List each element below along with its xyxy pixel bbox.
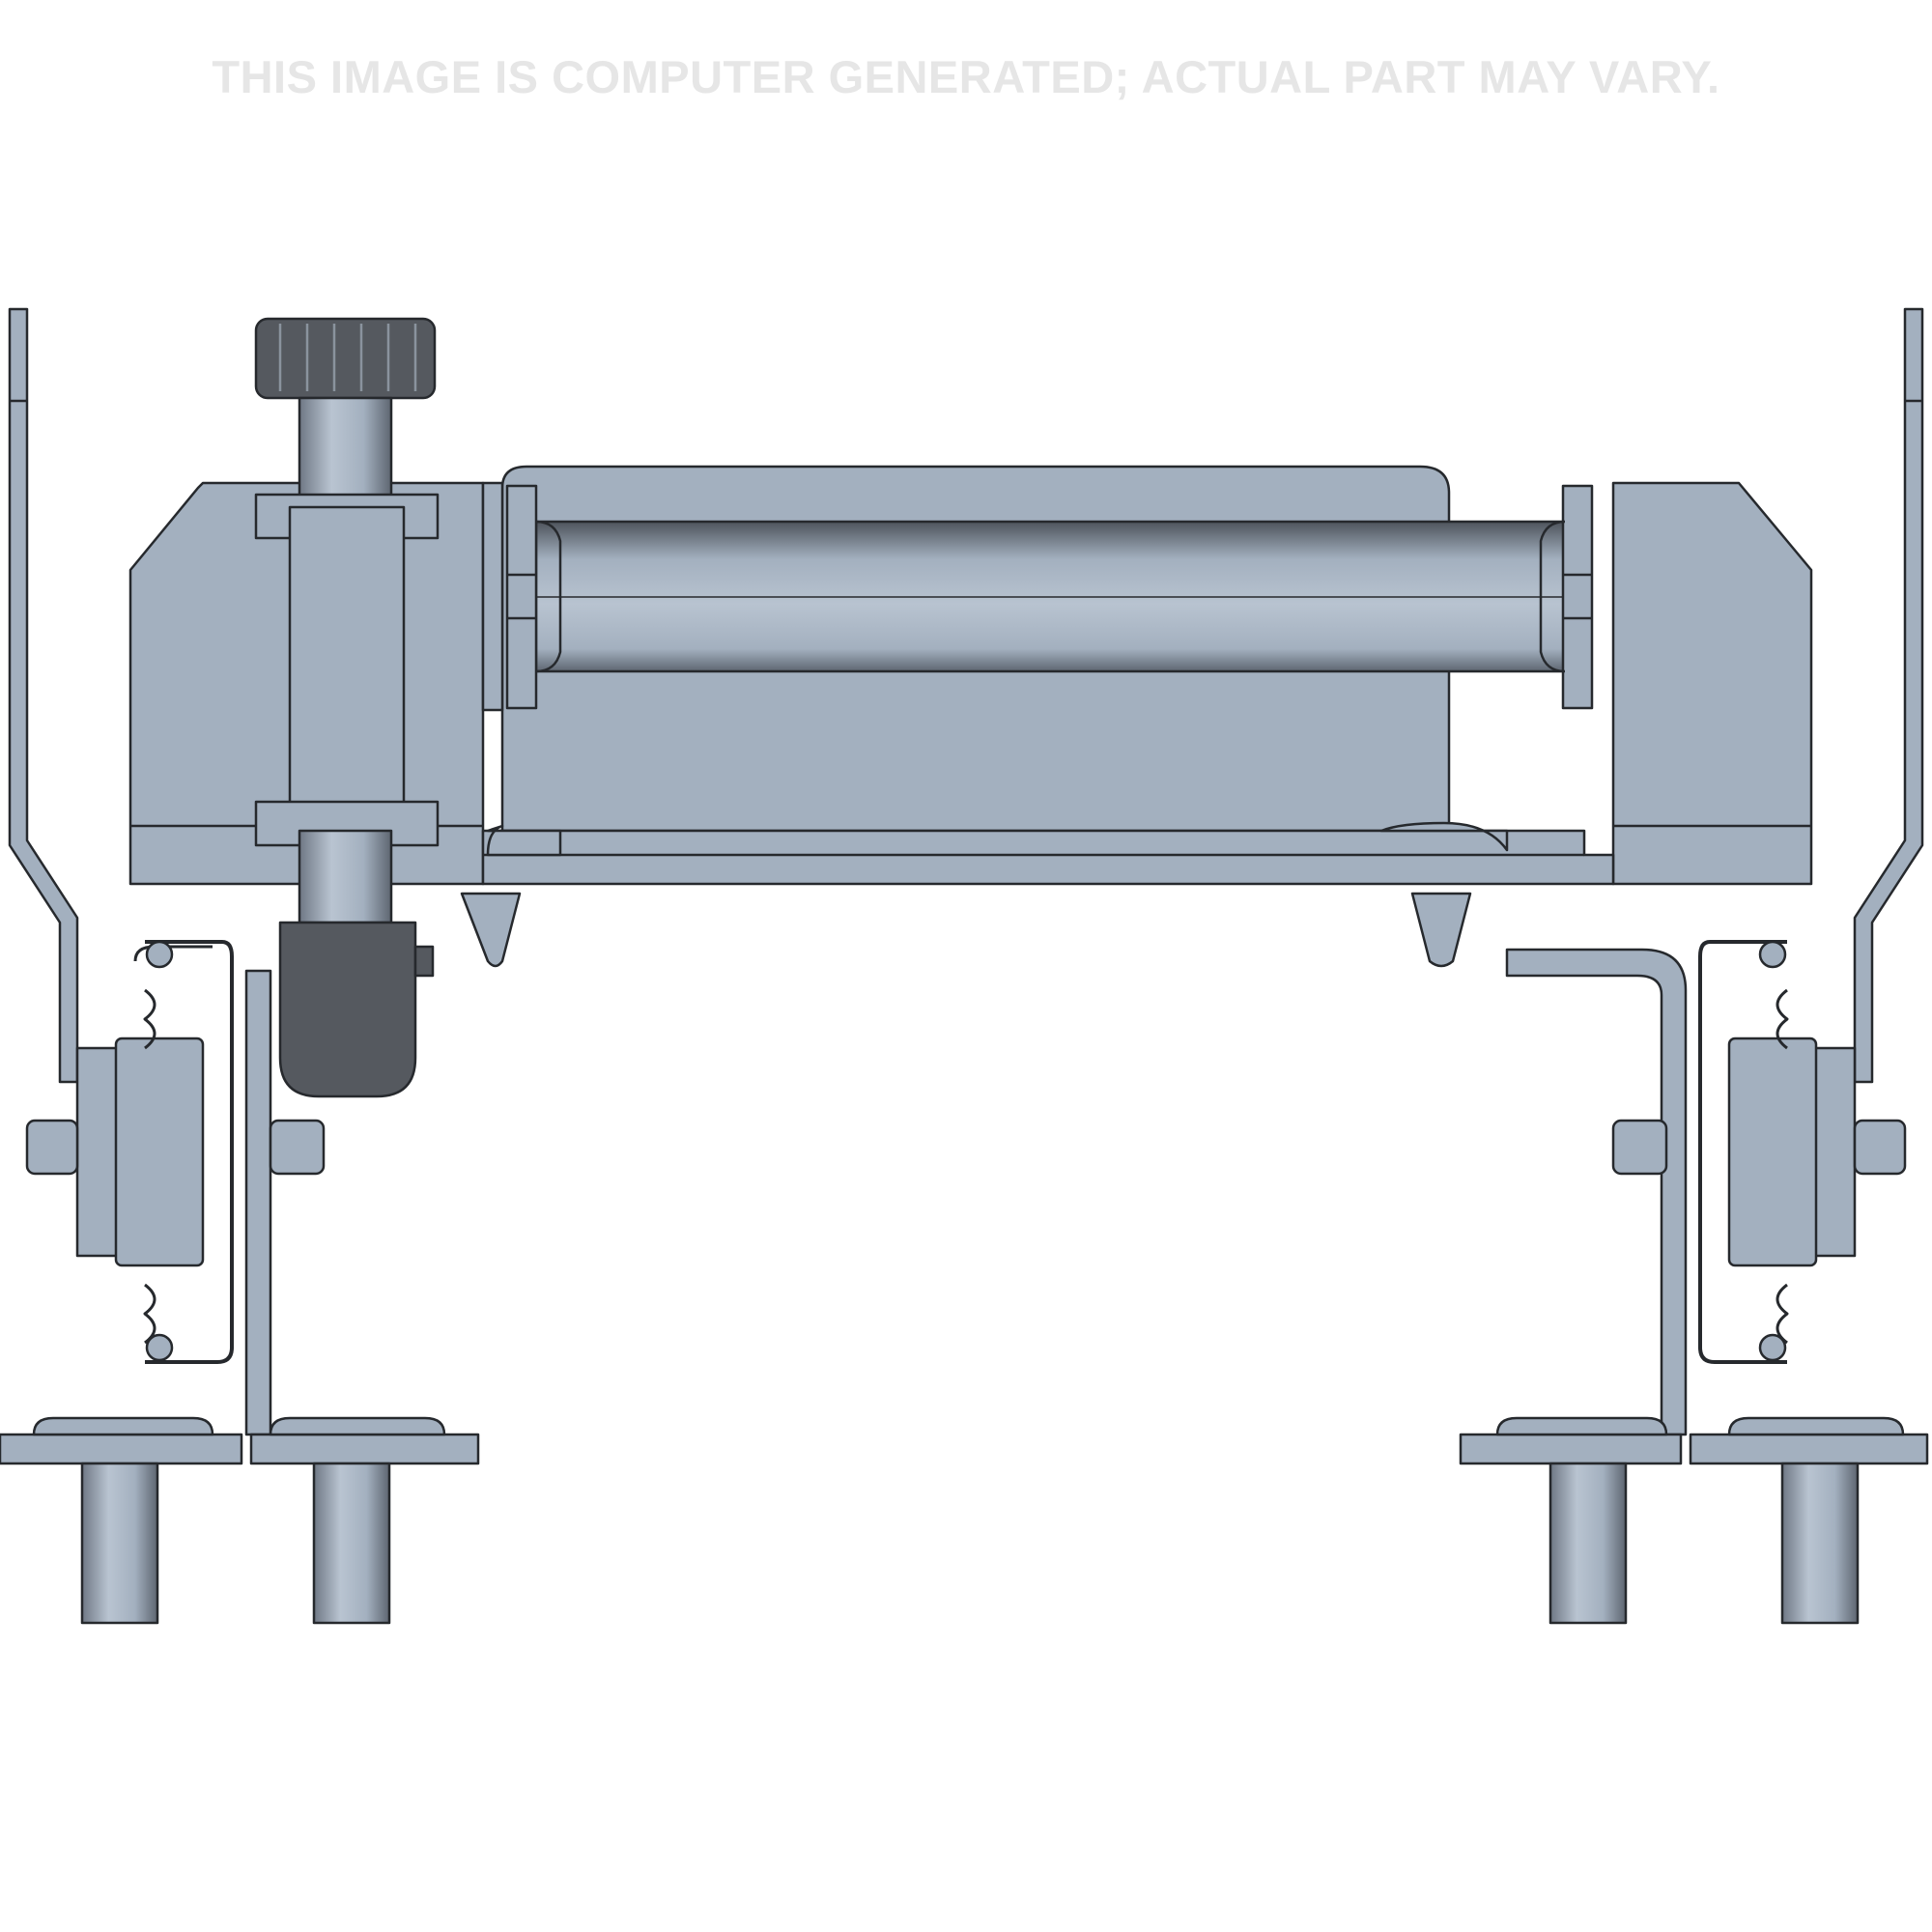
disclaimer-watermark: THIS IMAGE IS COMPUTER GENERATED; ACTUAL… bbox=[212, 51, 1720, 102]
base-plate bbox=[481, 829, 1615, 886]
left-clip-assembly bbox=[25, 940, 326, 1436]
adjustment-knob bbox=[254, 317, 440, 1098]
right-clip-assembly bbox=[1505, 940, 1907, 1436]
locator-pins bbox=[460, 821, 1509, 968]
cylinder-roller bbox=[505, 484, 1594, 710]
right-mounting-feet bbox=[1459, 1416, 1929, 1625]
left-mounting-feet bbox=[0, 1416, 480, 1625]
left-handle-bracket bbox=[8, 307, 79, 1084]
right-handle-bracket bbox=[1853, 307, 1924, 1084]
